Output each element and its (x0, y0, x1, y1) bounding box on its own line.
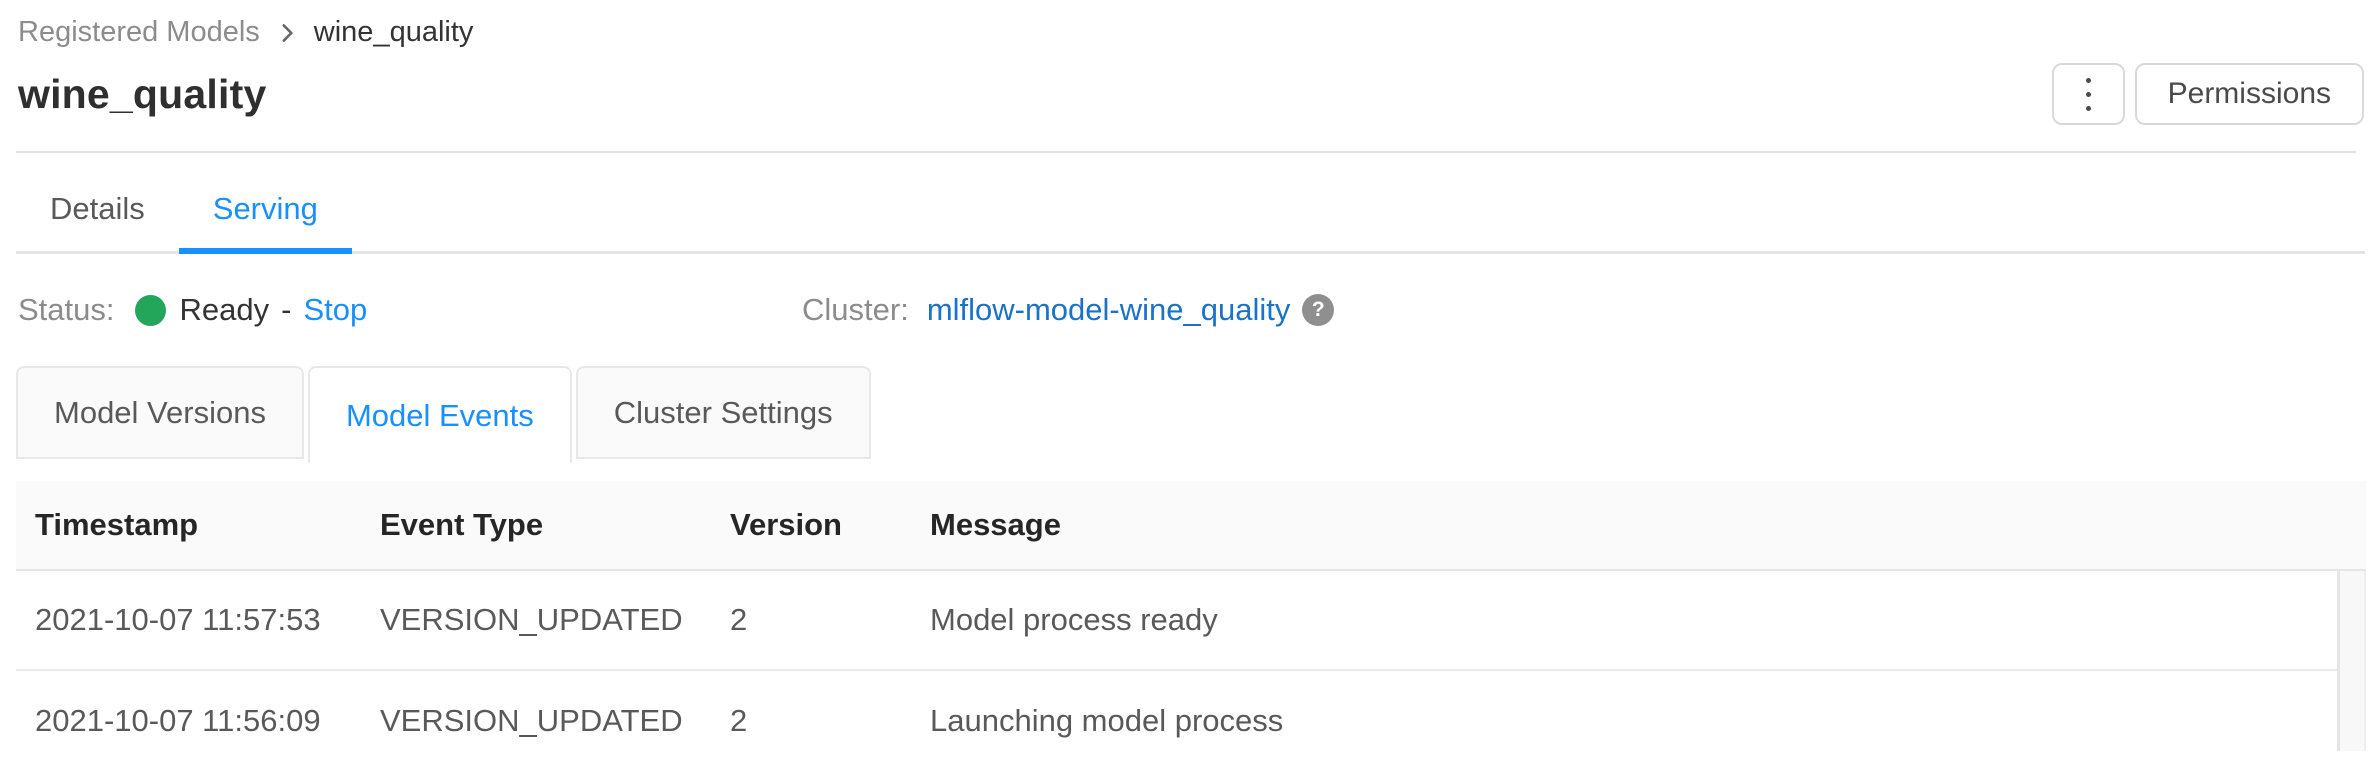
title-row: wine_quality Permissions (0, 49, 2372, 125)
main-tabs: Details Serving (16, 191, 2365, 254)
more-options-icon (2085, 77, 2091, 111)
subtab-model-versions[interactable]: Model Versions (16, 366, 304, 459)
column-header-message: Message (930, 507, 1061, 542)
cluster-link[interactable]: mlflow-model-wine_quality (926, 292, 1291, 327)
column-header-timestamp: Timestamp (35, 507, 199, 542)
permissions-button-label: Permissions (2167, 77, 2331, 110)
tab-details[interactable]: Details (16, 191, 179, 251)
cluster-group: Cluster: mlflow-model-wine_quality ? (802, 288, 1335, 332)
model-events-table: Timestamp Event Type Version Message 202… (16, 481, 2366, 751)
subtab-cluster-settings[interactable]: Cluster Settings (575, 366, 871, 459)
status-row: Status: Ready - Stop Cluster: mlflow-mod… (18, 288, 2356, 332)
table-header-row: Timestamp Event Type Version Message (16, 481, 2366, 571)
tab-details-label: Details (50, 191, 145, 226)
tab-serving-label: Serving (212, 191, 318, 226)
table-row: 2021-10-07 11:56:09 VERSION_UPDATED 2 La… (16, 671, 2337, 751)
tab-serving[interactable]: Serving (178, 191, 352, 254)
status-ready-dot-icon (134, 294, 166, 326)
more-options-button[interactable] (2051, 63, 2125, 125)
cell-timestamp: 2021-10-07 11:56:09 (35, 703, 321, 738)
permissions-button[interactable]: Permissions (2134, 63, 2364, 125)
cell-event-type: VERSION_UPDATED (380, 703, 683, 738)
subtab-model-events[interactable]: Model Events (307, 366, 572, 463)
cell-version: 2 (730, 602, 748, 637)
page-title: wine_quality (18, 70, 267, 117)
status-value: Ready (179, 292, 270, 327)
cell-message: Model process ready (930, 602, 1218, 637)
subtab-cluster-settings-label: Cluster Settings (613, 394, 833, 430)
table-row: 2021-10-07 11:57:53 VERSION_UPDATED 2 Mo… (16, 571, 2337, 671)
title-actions: Permissions (2051, 63, 2364, 125)
cluster-label: Cluster: (802, 292, 909, 327)
cell-event-type: VERSION_UPDATED (380, 602, 683, 637)
subtab-model-versions-label: Model Versions (54, 394, 266, 430)
help-icon[interactable]: ? (1302, 294, 1335, 326)
column-header-version: Version (730, 507, 842, 542)
breadcrumb-registered-models-link[interactable]: Registered Models (18, 16, 260, 48)
table-rows: 2021-10-07 11:57:53 VERSION_UPDATED 2 Mo… (16, 571, 2337, 751)
status-separator: - (281, 292, 292, 327)
breadcrumb: Registered Models wine_quality (0, 0, 2372, 49)
table-body: 2021-10-07 11:57:53 VERSION_UPDATED 2 Mo… (16, 571, 2366, 751)
cell-version: 2 (730, 703, 748, 738)
cell-message: Launching model process (930, 703, 1284, 738)
subtab-model-events-label: Model Events (345, 397, 534, 433)
breadcrumb-current: wine_quality (313, 16, 474, 48)
table-scrollbar-track[interactable] (2337, 571, 2366, 751)
status-label: Status: (18, 292, 115, 327)
cell-timestamp: 2021-10-07 11:57:53 (35, 602, 321, 637)
chevron-right-icon (274, 20, 300, 46)
status-group: Status: Ready - Stop (18, 292, 367, 328)
column-header-event-type: Event Type (380, 507, 544, 542)
stop-serving-link[interactable]: Stop (303, 292, 368, 327)
title-divider (16, 151, 2356, 153)
serving-sub-tabs: Model Versions Model Events Cluster Sett… (16, 366, 2356, 463)
